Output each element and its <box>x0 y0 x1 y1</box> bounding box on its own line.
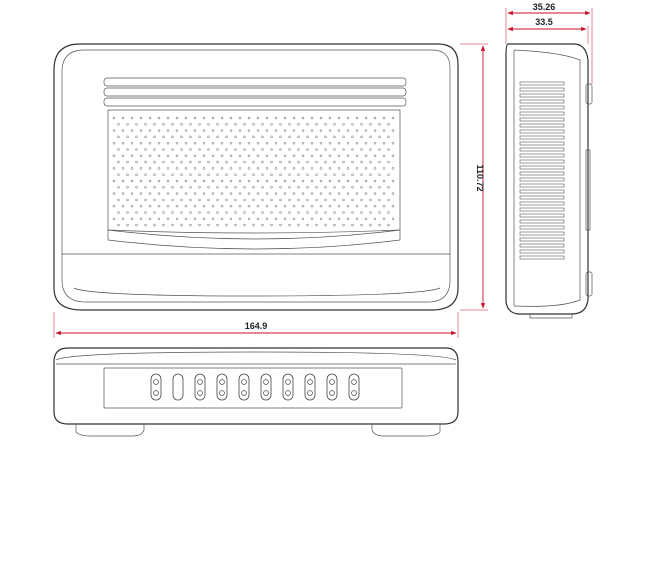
side-vent-slot <box>519 165 565 170</box>
side-vent-slot <box>519 99 565 104</box>
led-lamp <box>197 390 203 396</box>
side-vent-slot <box>519 153 565 158</box>
width-dimension: 164.9 <box>53 312 459 338</box>
led-lamp <box>351 379 357 385</box>
side-view-vent-slots <box>519 81 565 260</box>
led-lamp <box>285 390 291 396</box>
side-vent-slot <box>519 87 565 92</box>
side-vent-slot <box>519 231 565 236</box>
led-lamp <box>197 379 203 385</box>
led-lamp <box>219 390 225 396</box>
side-view-body-outline <box>505 43 589 315</box>
front-view-led-indicators <box>150 373 360 401</box>
led-lamp <box>219 379 225 385</box>
side-vent-slot <box>519 171 565 176</box>
led-lamp <box>307 379 313 385</box>
top-view-front-lip <box>73 287 441 297</box>
led-indicator <box>238 373 250 401</box>
led-lamp <box>153 390 159 396</box>
side-view-back-curve <box>513 49 581 307</box>
side-vent-slot <box>519 249 565 254</box>
side-vent-slot <box>519 237 565 242</box>
top-view-grill-ledge <box>107 229 401 250</box>
led-lamp <box>241 379 247 385</box>
led-lamp <box>329 379 335 385</box>
led-indicator <box>150 373 162 401</box>
front-view-body-outline <box>53 347 459 425</box>
side-vent-slot <box>519 129 565 134</box>
side-vent-slot <box>519 201 565 206</box>
side-vent-slot <box>519 219 565 224</box>
led-lamp <box>307 390 313 396</box>
led-indicator <box>304 373 316 401</box>
led-lamp <box>241 390 247 396</box>
front-view-right-foot <box>371 424 441 437</box>
depth-dimensions: 35.26 33.5 <box>505 2 593 84</box>
led-lamp <box>263 379 269 385</box>
led-indicator <box>260 373 272 401</box>
side-vent-slot <box>519 255 565 260</box>
led-indicator <box>326 373 338 401</box>
front-view <box>53 347 459 437</box>
top-view-grill-dots <box>112 116 395 227</box>
front-view-left-foot <box>75 424 145 437</box>
side-vent-slot <box>519 147 565 152</box>
led-indicator <box>282 373 294 401</box>
led-lamp <box>329 390 335 396</box>
side-vent-slot <box>519 195 565 200</box>
led-lamp <box>285 379 291 385</box>
top-view-body-outline <box>53 43 459 311</box>
side-vent-slot <box>519 117 565 122</box>
side-vent-slot <box>519 177 565 182</box>
top-view <box>53 43 459 311</box>
led-lamp <box>351 390 357 396</box>
side-view-top-connector <box>585 83 593 105</box>
led-indicator <box>348 373 360 401</box>
led-lamp <box>153 379 159 385</box>
front-view-top-band <box>55 351 457 361</box>
side-vent-slot <box>519 135 565 140</box>
height-dimension: 110.72 <box>460 43 488 311</box>
side-vent-slot <box>519 111 565 116</box>
top-view-vent-slots <box>103 77 407 107</box>
side-vent-slot <box>519 105 565 110</box>
side-view-bottom-connector <box>585 271 593 297</box>
side-vent-slot <box>519 189 565 194</box>
side-vent-slot <box>519 183 565 188</box>
side-vent-slot <box>519 243 565 248</box>
led-indicator <box>216 373 228 401</box>
led-indicator <box>194 373 206 401</box>
side-vent-slot <box>519 207 565 212</box>
side-view-middle-connector <box>585 149 591 231</box>
led-indicator <box>172 373 184 401</box>
width-dimension-label: 164.9 <box>245 321 268 331</box>
led-lamp <box>263 390 269 396</box>
side-vent-slot <box>519 159 565 164</box>
side-vent-slot <box>519 93 565 98</box>
depth-body-label: 33.5 <box>535 17 553 27</box>
side-vent-slot <box>519 213 565 218</box>
side-view <box>505 43 593 319</box>
height-dimension-label: 110.72 <box>475 164 485 191</box>
front-view-led-panel <box>103 367 403 409</box>
side-vent-slot <box>519 225 565 230</box>
top-view-grill-panel <box>107 109 401 234</box>
depth-overall-label: 35.26 <box>533 2 556 12</box>
top-view-inner-outline <box>61 49 451 303</box>
side-vent-slot <box>519 123 565 128</box>
side-view-foot <box>529 314 573 319</box>
side-vent-slot <box>519 141 565 146</box>
side-vent-slot <box>519 81 565 86</box>
